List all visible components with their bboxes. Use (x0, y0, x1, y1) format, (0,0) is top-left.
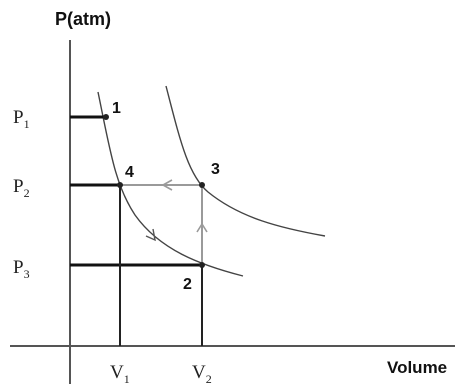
arrow-left-3-4 (161, 179, 173, 191)
x-axis-label: Volume (387, 358, 447, 377)
arrow-down-4-2 (145, 228, 156, 242)
pressure-label-p1: P1 (13, 107, 30, 131)
arrow-up-2-3 (196, 222, 208, 233)
state-label-1: 1 (112, 100, 121, 117)
volume-label-v2: V2 (192, 362, 212, 386)
state-point-1-marker (103, 114, 109, 120)
state-point-4-marker (117, 182, 123, 188)
isotherm-curve-right (165, 85, 326, 237)
y-axis-label: P(atm) (55, 9, 111, 29)
pressure-label-p2: P2 (13, 176, 30, 200)
state-point-3-marker (199, 182, 205, 188)
volume-label-v1: V1 (110, 362, 130, 386)
state-label-4: 4 (125, 164, 134, 181)
state-label-2: 2 (183, 276, 192, 293)
pressure-label-p3: P3 (13, 257, 30, 281)
state-label-3: 3 (211, 161, 220, 178)
state-point-2-marker (199, 262, 205, 268)
